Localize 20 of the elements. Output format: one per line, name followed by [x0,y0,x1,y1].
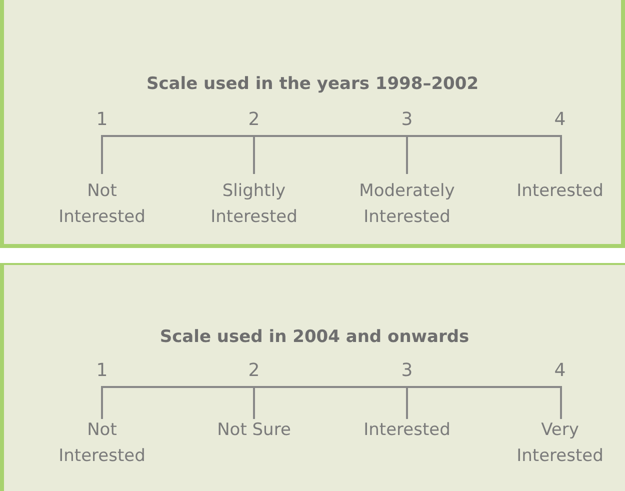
scale-point-label: Interested [362,419,452,442]
scale-title: Scale used in the years 1998–2002 [145,73,480,96]
scale-point-label: Moderately Interested [358,180,456,229]
scale-number: 1 [95,359,109,383]
scale-point-label: Not Interested [58,419,146,468]
scale-point-label: Very Interested [516,419,604,468]
scale-point-label: Interested [516,180,604,203]
scale-number: 2 [247,108,261,132]
scale-number: 3 [400,359,414,383]
scale-point-label: Not Sure [216,419,292,442]
scale-panel [0,263,625,491]
scale-title: Scale used in 2004 and onwards [158,326,470,349]
scale-panel [0,0,625,248]
scale-number: 2 [247,359,261,383]
scale-point-label: Slightly Interested [210,180,298,229]
scale-number: 1 [95,108,109,132]
scale-point-label: Not Interested [58,180,146,229]
scale-number: 4 [553,359,567,383]
scale-number: 4 [553,108,567,132]
scale-number: 3 [400,108,414,132]
